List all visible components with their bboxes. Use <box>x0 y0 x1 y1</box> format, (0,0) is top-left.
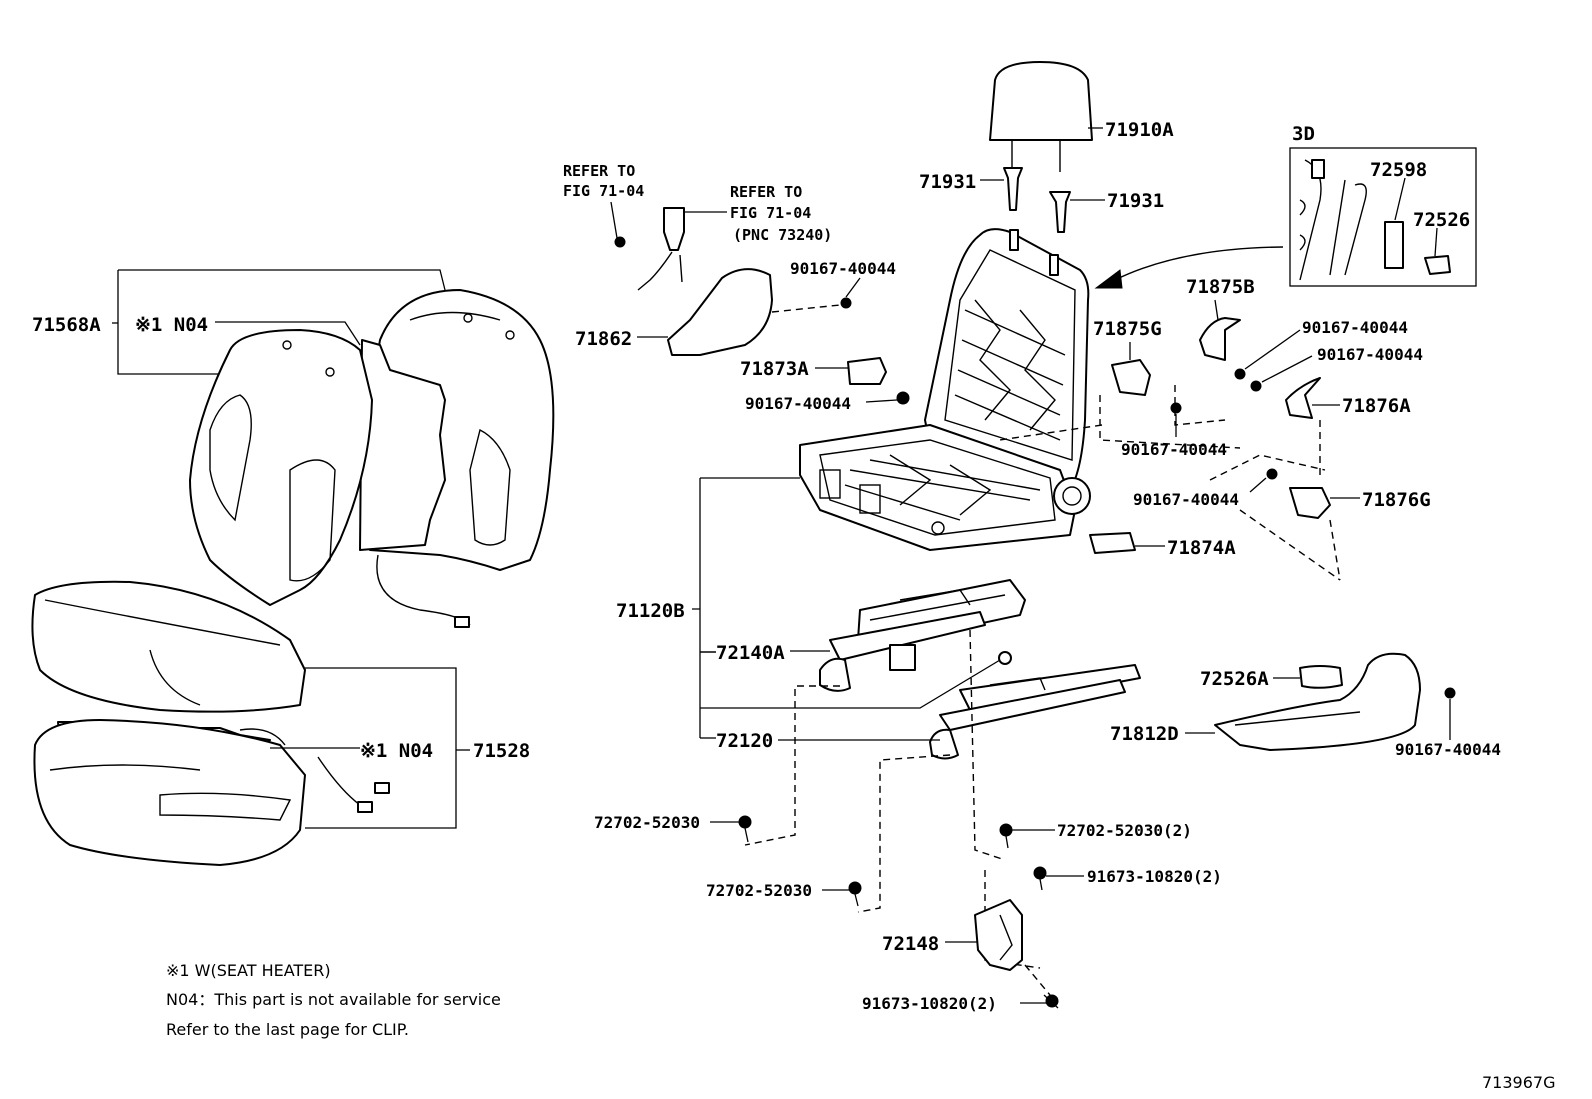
label-72140A: 72140A <box>716 642 785 664</box>
label-71812D: 71812D <box>1110 723 1179 745</box>
label-71568A: 71568A <box>32 314 101 336</box>
label-refer-to-1b: FIG 71-04 <box>563 182 644 200</box>
label-90167-b: 90167-40044 <box>745 394 851 413</box>
label-72120: 72120 <box>716 730 773 752</box>
label-71120B: 71120B <box>616 600 685 622</box>
label-91673-b: 91673-10820(2) <box>862 994 997 1013</box>
label-72702-c: 72702-52030 <box>706 881 812 900</box>
label-71931-right: 71931 <box>1107 190 1164 212</box>
headrest-71910A <box>989 61 1093 141</box>
label-71862: 71862 <box>575 328 632 350</box>
label-71876A: 71876A <box>1342 395 1411 417</box>
note-clip: Refer to the last page for CLIP. <box>166 1020 409 1039</box>
label-90167-f: 90167-40044 <box>1133 490 1239 509</box>
bolt-72702-c <box>848 881 862 907</box>
label-71931-left: 71931 <box>919 171 976 193</box>
bolt-72702-a <box>738 815 752 843</box>
bolt-91673-a <box>1033 866 1047 891</box>
label-71875B: 71875B <box>1186 276 1255 298</box>
label-90167-a: 90167-40044 <box>790 259 896 278</box>
note-n04: N04：This part is not available for servi… <box>166 990 501 1009</box>
label-71875G: 71875G <box>1093 318 1162 340</box>
label-72702-b: 72702-52030(2) <box>1057 821 1192 840</box>
label-71873A: 71873A <box>740 358 809 380</box>
note-seat-heater: ※1 W(SEAT HEATER) <box>166 961 331 980</box>
label-n04-seatback: ※1 N04 <box>135 314 208 336</box>
seat-cushion-assembly <box>31 580 390 866</box>
label-90167-e: 90167-40044 <box>1121 440 1227 459</box>
seatback-assembly <box>189 289 555 628</box>
label-72598: 72598 <box>1370 159 1427 181</box>
bolt-icon <box>614 236 626 248</box>
label-71874A: 71874A <box>1167 537 1236 559</box>
seat-cover-71862 <box>667 268 773 356</box>
label-91673-a: 91673-10820(2) <box>1087 867 1222 886</box>
label-72526: 72526 <box>1413 209 1470 231</box>
detail-3d-box <box>1289 147 1477 287</box>
seat-track-72140A <box>819 579 1026 692</box>
label-90167-g: 90167-40044 <box>1395 740 1501 759</box>
label-90167-c: 90167-40044 <box>1302 318 1408 337</box>
label-72526A: 72526A <box>1200 668 1269 690</box>
bracket-72148 <box>974 899 1023 971</box>
label-refer-to-2c: (PNC 73240) <box>733 226 832 244</box>
seat-track-72120 <box>929 651 1141 760</box>
label-72148: 72148 <box>882 933 939 955</box>
seat-frame-71120B <box>799 228 1091 551</box>
buckle-icon <box>663 207 685 251</box>
label-refer-to-2b: FIG 71-04 <box>730 204 811 222</box>
figure-id: 713967G <box>1482 1073 1555 1092</box>
label-71910A: 71910A <box>1105 119 1174 141</box>
label-n04-cushion: ※1 N04 <box>360 740 433 762</box>
label-71876G: 71876G <box>1362 489 1431 511</box>
label-refer-to-1a: REFER TO <box>563 162 635 180</box>
label-refer-to-2a: REFER TO <box>730 183 802 201</box>
label-3d-view: 3D <box>1292 123 1315 145</box>
label-71528: 71528 <box>473 740 530 762</box>
bolt-72702-b <box>999 823 1013 849</box>
label-90167-d: 90167-40044 <box>1317 345 1423 364</box>
label-72702-a: 72702-52030 <box>594 813 700 832</box>
armrest-71812D <box>1214 652 1421 751</box>
bolt-91673-b <box>1043 994 1059 1009</box>
